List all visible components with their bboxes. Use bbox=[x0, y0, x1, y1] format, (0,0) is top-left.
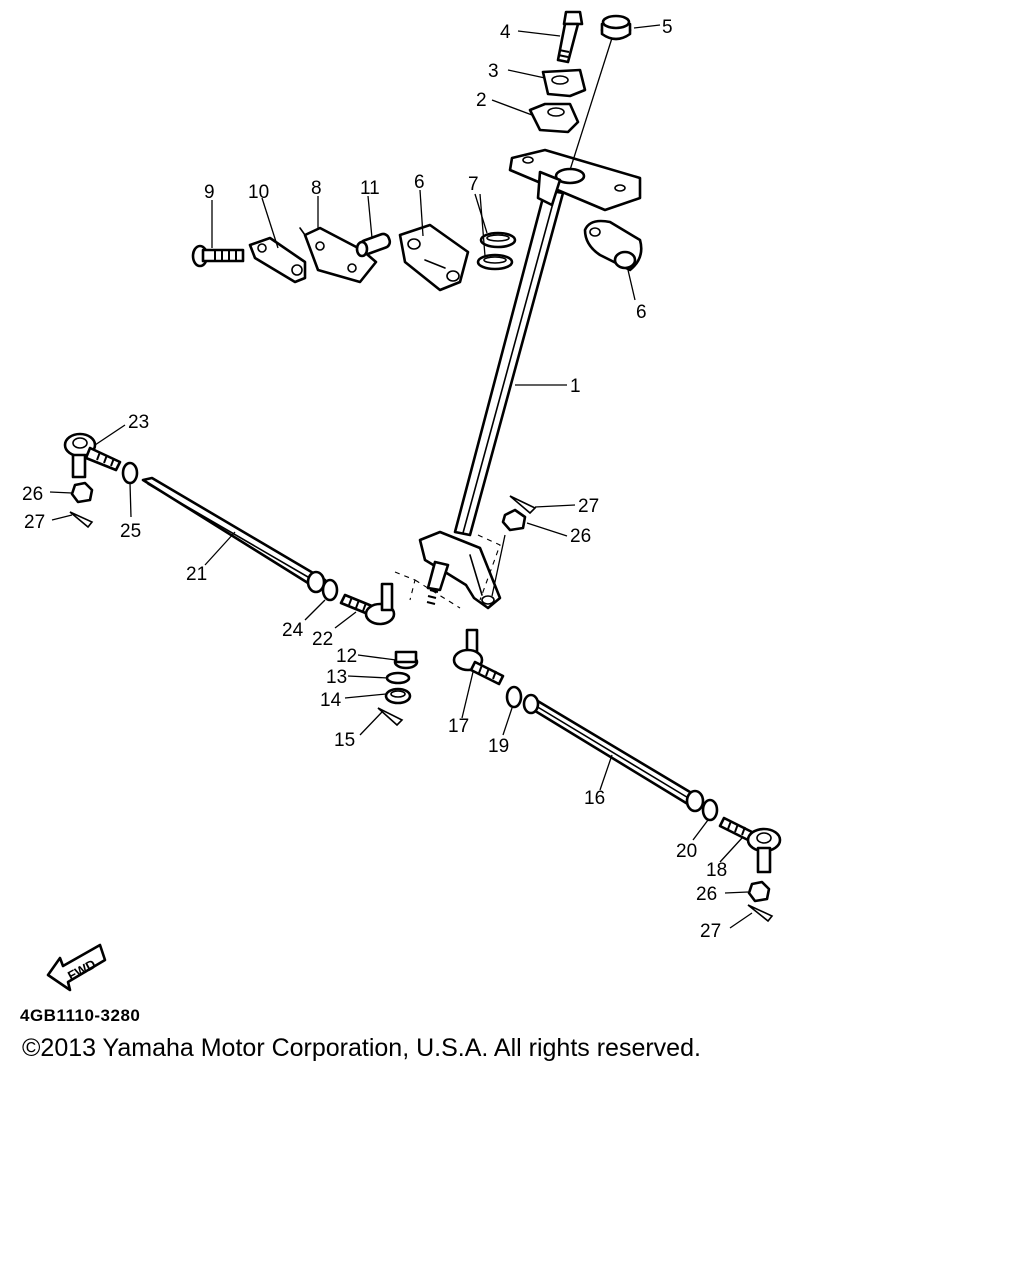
assembly-bracket-left bbox=[394, 571, 461, 609]
washer-part-13[interactable] bbox=[385, 671, 411, 685]
tie-rod-end-part-18[interactable] bbox=[718, 816, 782, 874]
lock-plate-part-10[interactable] bbox=[248, 236, 307, 284]
tie-rod-part-21[interactable] bbox=[141, 476, 327, 594]
collar-part-12[interactable] bbox=[393, 650, 419, 670]
callout-27-center: 27 bbox=[578, 496, 599, 517]
bolt-part-9[interactable] bbox=[191, 244, 245, 268]
callout-16: 16 bbox=[584, 788, 605, 809]
callout-13: 13 bbox=[326, 667, 347, 688]
clamp-lower-part-2[interactable] bbox=[528, 102, 580, 134]
cap-part-5[interactable] bbox=[600, 14, 632, 41]
tie-rod-end-part-17[interactable] bbox=[452, 628, 505, 686]
callout-10: 10 bbox=[248, 182, 269, 203]
cotter-pin-part-27-left bbox=[69, 511, 94, 529]
cotter-pin-part-27-center bbox=[509, 495, 537, 515]
callout-25: 25 bbox=[120, 521, 141, 542]
nut-part-26-right[interactable] bbox=[747, 880, 771, 903]
callout-22: 22 bbox=[312, 629, 333, 650]
callout-26-right: 26 bbox=[696, 884, 717, 905]
holder-part-6-right[interactable] bbox=[583, 219, 643, 272]
callout-23: 23 bbox=[128, 412, 149, 433]
washer-part-25[interactable] bbox=[121, 461, 139, 485]
copyright-notice: ©2013 Yamaha Motor Corporation, U.S.A. A… bbox=[22, 1034, 701, 1062]
callout-27-right: 27 bbox=[700, 921, 721, 942]
bushings-part-7[interactable] bbox=[476, 231, 517, 271]
callout-7: 7 bbox=[468, 174, 479, 195]
callout-26-center: 26 bbox=[570, 526, 591, 547]
callout-17: 17 bbox=[448, 716, 469, 737]
callout-5: 5 bbox=[662, 17, 673, 38]
bolt-part-4[interactable] bbox=[556, 10, 584, 64]
callout-3: 3 bbox=[488, 61, 499, 82]
callout-8: 8 bbox=[311, 178, 322, 199]
assembly-bracket-right bbox=[477, 534, 501, 601]
callout-18: 18 bbox=[706, 860, 727, 881]
nut-part-20[interactable] bbox=[701, 798, 719, 822]
tie-rod-end-part-22[interactable] bbox=[339, 582, 396, 626]
nut-part-14[interactable] bbox=[384, 687, 412, 705]
callout-20: 20 bbox=[676, 841, 697, 862]
cotter-pin-part-27-right bbox=[747, 904, 774, 923]
callout-15: 15 bbox=[334, 730, 355, 751]
callout-27-left: 27 bbox=[24, 512, 45, 533]
tie-rod-end-part-23[interactable] bbox=[63, 432, 122, 479]
bracket-part-8[interactable] bbox=[299, 226, 378, 284]
callout-21: 21 bbox=[186, 564, 207, 585]
callout-4: 4 bbox=[500, 22, 511, 43]
pitman-arm[interactable] bbox=[418, 530, 502, 610]
holder-part-6-left[interactable] bbox=[398, 223, 470, 292]
callout-19: 19 bbox=[488, 736, 509, 757]
callout-14: 14 bbox=[320, 690, 342, 711]
nut-part-26-left[interactable] bbox=[70, 481, 94, 504]
nut-part-24[interactable] bbox=[321, 578, 339, 602]
shaft-top-plate[interactable] bbox=[508, 148, 642, 212]
callout-9: 9 bbox=[204, 182, 215, 203]
callout-labels: 1 2 3 4 5 6 6 7 8 9 10 11 12 13 14 15 16… bbox=[22, 17, 727, 942]
callout-11: 11 bbox=[360, 178, 380, 199]
nut-part-19[interactable] bbox=[505, 685, 523, 709]
clamp-upper-part-3[interactable] bbox=[541, 68, 587, 98]
callout-1: 1 bbox=[570, 376, 581, 397]
tie-rod-part-16[interactable] bbox=[522, 693, 705, 813]
callout-2: 2 bbox=[476, 90, 487, 111]
leader-lines bbox=[49, 24, 753, 929]
diagram-code: 4GB1110-3280 bbox=[20, 1006, 141, 1025]
callout-6-right: 6 bbox=[636, 302, 647, 323]
parts-diagram: FWD 1 2 3 4 5 6 6 7 8 9 10 11 12 13 14 1… bbox=[22, 10, 782, 992]
callout-24: 24 bbox=[282, 620, 304, 641]
callout-6-left: 6 bbox=[414, 172, 425, 193]
cotter-pin-part-15 bbox=[377, 707, 404, 727]
fwd-label: FWD bbox=[65, 956, 98, 983]
nut-part-26-center[interactable] bbox=[501, 508, 527, 532]
collar-part-11[interactable] bbox=[355, 232, 392, 258]
callout-12: 12 bbox=[336, 646, 357, 667]
callout-26-left: 26 bbox=[22, 484, 43, 505]
fwd-arrow-icon: FWD bbox=[46, 943, 107, 992]
